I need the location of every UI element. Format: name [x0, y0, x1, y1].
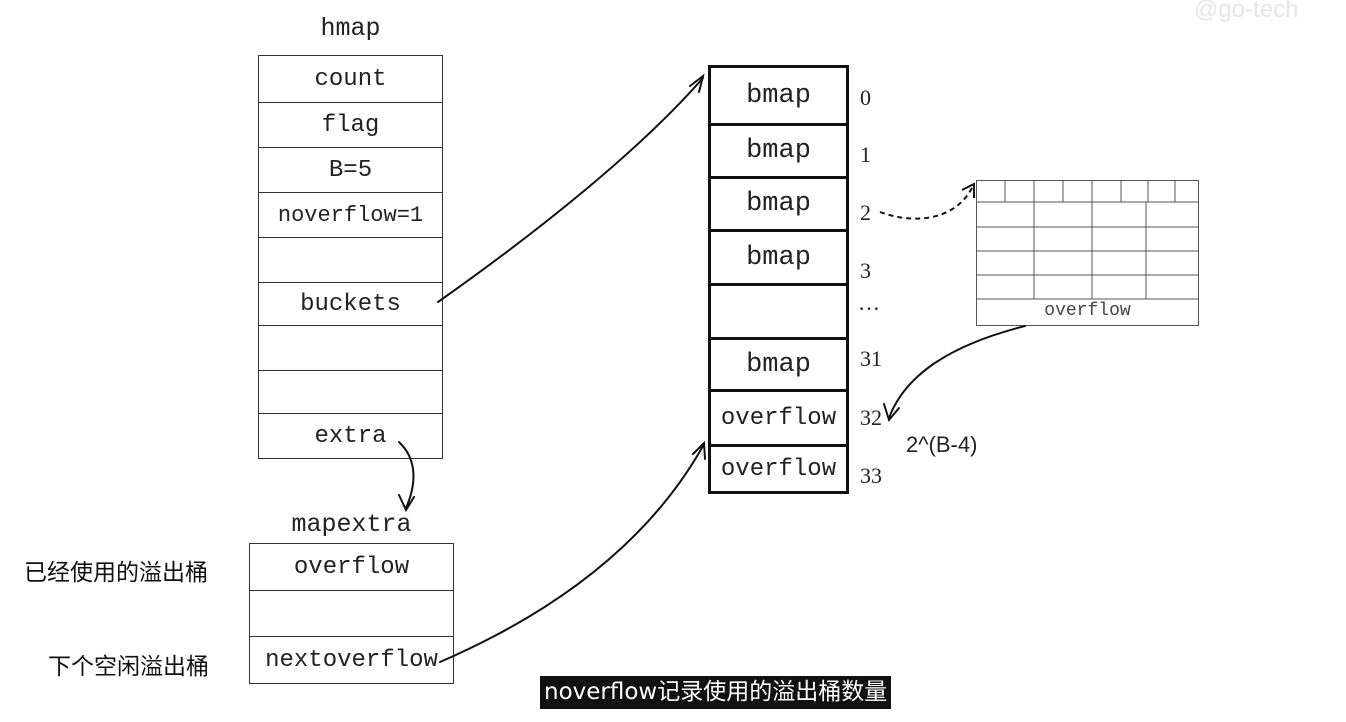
- bucket-index: 1: [860, 142, 871, 167]
- arrow-head: [961, 182, 975, 198]
- bucket-bmap: bmap: [711, 126, 846, 179]
- video-subtitle: noverflow记录使用的溢出桶数量: [540, 676, 892, 709]
- mapextra-struct: overflow nextoverflow: [249, 543, 454, 684]
- bucket-overflow: overflow: [720, 455, 837, 483]
- bucket-index: 0: [860, 85, 871, 110]
- hmap-struct: count flag B=5 noverflow=1 buckets extra: [258, 55, 443, 459]
- bucket-bmap: bmap: [711, 340, 846, 392]
- bmap-overflow-field: overflow: [1044, 301, 1131, 321]
- bucket-index: 3: [860, 258, 871, 283]
- mapextra-field-empty: [250, 591, 453, 637]
- watermark: @go-tech: [1194, 0, 1299, 23]
- bucket-detail-arrow: [879, 187, 973, 220]
- hmap-field-extra: extra: [314, 422, 387, 450]
- hmap-field-b: B=5: [259, 148, 442, 193]
- overflow-count-annotation: 2^(B-4): [906, 432, 978, 457]
- hmap-field-empty: [259, 326, 442, 371]
- buckets-array: bmap bmap bmap bmap bmap overflow overfl…: [708, 65, 849, 494]
- hmap-field-flag: flag: [259, 103, 442, 148]
- arrow-head: [398, 494, 415, 513]
- mapextra-field-nextoverflow: nextoverflow: [265, 646, 438, 674]
- bmap-overflow-pointer-arrow: [888, 325, 1026, 419]
- bucket-index: …: [858, 290, 880, 315]
- mapextra-title: mapextra: [291, 510, 412, 539]
- bucket-overflow: overflow: [711, 392, 846, 447]
- arrow-head: [692, 440, 706, 460]
- hmap-field-empty: [259, 371, 442, 414]
- hmap-title: hmap: [320, 14, 381, 43]
- hmap-field-noverflow: noverflow=1: [259, 193, 442, 238]
- buckets-pointer-arrow: [437, 77, 704, 303]
- bucket-bmap: bmap: [711, 179, 846, 232]
- arrow-head: [689, 73, 705, 93]
- bmap-struct-grid: overflow: [976, 180, 1199, 326]
- hmap-field-empty: [259, 238, 442, 283]
- nextoverflow-pointer-arrow: [439, 445, 704, 663]
- bucket-ellipsis: [711, 286, 846, 340]
- bucket-index: 32: [860, 405, 882, 430]
- hmap-field-buckets: buckets: [259, 283, 442, 326]
- bucket-bmap: bmap: [711, 232, 846, 286]
- bucket-bmap: bmap: [711, 68, 846, 126]
- label-next-free-overflow: 下个空闲溢出桶: [48, 654, 209, 680]
- bucket-index: 33: [860, 463, 882, 488]
- extra-pointer-arrow: [398, 441, 415, 509]
- arrow-head: [883, 403, 900, 423]
- label-used-overflow: 已经使用的溢出桶: [24, 560, 208, 586]
- bucket-index: 2: [860, 200, 871, 225]
- hmap-field-count: count: [259, 56, 442, 103]
- bucket-index: 31: [860, 346, 882, 371]
- mapextra-field-overflow: overflow: [250, 544, 453, 591]
